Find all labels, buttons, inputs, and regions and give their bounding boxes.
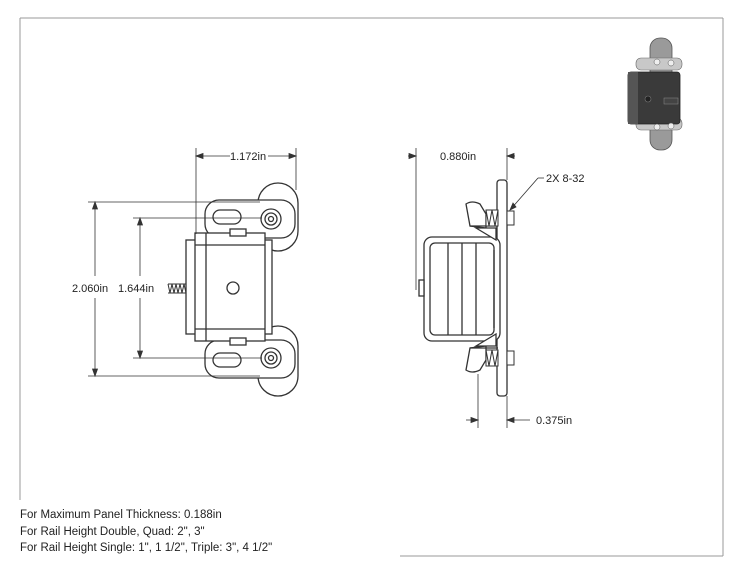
- depth-dimension: 0.880in: [440, 151, 476, 163]
- top-clamp: [465, 201, 487, 229]
- panel-offset-dimension: 0.375in: [536, 415, 572, 427]
- screw-callout: 2X 8-32: [546, 173, 585, 185]
- front-stud: [167, 283, 187, 294]
- note-rail-height-single: For Rail Height Single: 1", 1 1/2", Trip…: [20, 542, 273, 554]
- inner-height-dimension: 1.644in: [118, 283, 154, 295]
- notes-block: For Maximum Panel Thickness: 0.188in For…: [20, 507, 272, 557]
- front-dimensions: [88, 148, 298, 378]
- drawing-border: [19, 17, 724, 557]
- top-slot: [212, 209, 242, 225]
- bottom-bolt: [485, 349, 515, 367]
- bottom-slot: [212, 352, 242, 368]
- isometric-thumbnail: [627, 37, 683, 151]
- note-rail-height-double: For Rail Height Double, Quad: 2", 3": [20, 525, 205, 538]
- front-view: [167, 182, 299, 397]
- width-dimension: 1.172in: [230, 151, 266, 163]
- side-view: [418, 179, 515, 397]
- bottom-clamp: [465, 345, 487, 373]
- overall-height-dimension: 2.060in: [72, 283, 108, 295]
- side-dimensions: [408, 148, 544, 428]
- top-bolt: [485, 209, 515, 227]
- note-panel-thickness: For Maximum Panel Thickness: 0.188in: [20, 509, 222, 521]
- center-hole: [226, 281, 240, 295]
